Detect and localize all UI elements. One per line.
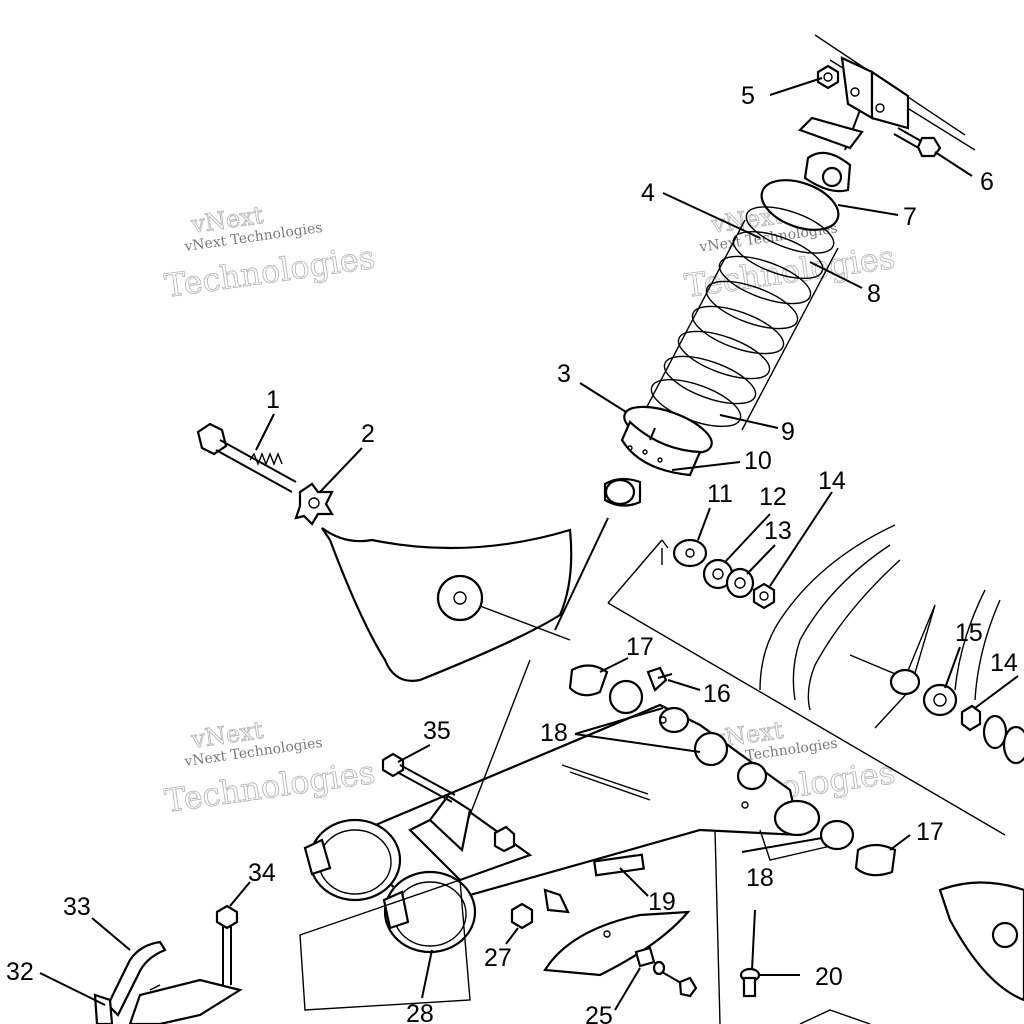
callout-6: 6 bbox=[980, 168, 994, 196]
clamp-ring-lower bbox=[382, 870, 477, 954]
bolt-35 bbox=[381, 752, 456, 803]
pin-20 bbox=[739, 909, 761, 998]
callout-19: 19 bbox=[648, 888, 676, 916]
bolt-34 bbox=[215, 904, 239, 985]
callout-11: 11 bbox=[707, 480, 733, 508]
nut-27 bbox=[510, 902, 534, 930]
callout-10: 10 bbox=[744, 447, 772, 475]
callout-9: 9 bbox=[781, 418, 795, 446]
callout-8: 8 bbox=[867, 280, 881, 308]
bolt-1 bbox=[196, 422, 297, 493]
bushing-17-lower bbox=[854, 843, 897, 877]
guard-plate bbox=[321, 527, 573, 682]
callout-1: 1 bbox=[266, 386, 280, 414]
callout-25: 25 bbox=[585, 1002, 613, 1024]
callout-14-right: 14 bbox=[990, 649, 1018, 677]
shock-absorber bbox=[554, 116, 864, 631]
watermark-top-left: vNext vNext Technologies Technologies bbox=[162, 201, 378, 306]
callout-27: 27 bbox=[484, 944, 512, 972]
guide-line bbox=[467, 659, 531, 821]
grease-fitting-16 bbox=[646, 666, 673, 692]
bushing-18-upper bbox=[608, 679, 644, 715]
idler-wheel-15 bbox=[849, 604, 1024, 765]
hardware-group-11-14 bbox=[607, 538, 1006, 836]
upper-mount-bracket bbox=[814, 34, 976, 151]
callout-14: 14 bbox=[818, 467, 846, 495]
bolt-25 bbox=[634, 946, 698, 998]
callout-15: 15 bbox=[955, 619, 983, 647]
callout-5: 5 bbox=[741, 82, 755, 110]
watermark-bottom-left: vNext vNext Technologies Technologies bbox=[162, 716, 378, 821]
callout-18-lower: 18 bbox=[746, 864, 774, 892]
coil-spring bbox=[639, 206, 839, 431]
star-washer-2 bbox=[294, 482, 334, 526]
callout-17-upper: 17 bbox=[626, 633, 654, 661]
clamp-ring-upper bbox=[303, 818, 402, 902]
bushing-17-upper bbox=[568, 664, 609, 697]
callout-2: 2 bbox=[361, 420, 375, 448]
callout-16: 16 bbox=[703, 680, 731, 708]
callout-13: 13 bbox=[764, 517, 792, 545]
callout-17-lower: 17 bbox=[916, 818, 944, 846]
callout-28: 28 bbox=[406, 1000, 434, 1024]
lower-frame-right bbox=[299, 829, 1024, 1024]
callout-20: 20 bbox=[815, 963, 843, 991]
bracket-32 bbox=[93, 993, 114, 1024]
bracket-33 bbox=[106, 940, 243, 1024]
leader-lines bbox=[39, 77, 1019, 1011]
bumper-plate bbox=[543, 888, 691, 977]
nut-5 bbox=[816, 64, 840, 90]
bushing-18-lower bbox=[819, 819, 855, 851]
callout-33: 33 bbox=[63, 893, 91, 921]
track-outline bbox=[759, 524, 1001, 711]
callout-4: 4 bbox=[641, 179, 655, 207]
callout-7: 7 bbox=[903, 203, 917, 231]
callout-34: 34 bbox=[248, 859, 276, 887]
callout-32: 32 bbox=[6, 958, 34, 986]
callout-3: 3 bbox=[557, 360, 571, 388]
callout-35: 35 bbox=[423, 717, 451, 745]
bolt-6 bbox=[893, 127, 942, 158]
bushing-18-right bbox=[693, 731, 729, 767]
callout-18-upper: 18 bbox=[540, 719, 568, 747]
callout-labels: 5 6 4 7 8 3 9 10 1 2 11 12 13 14 15 14 1… bbox=[6, 82, 1018, 1024]
callout-12: 12 bbox=[759, 483, 787, 511]
mount-block bbox=[408, 794, 533, 882]
